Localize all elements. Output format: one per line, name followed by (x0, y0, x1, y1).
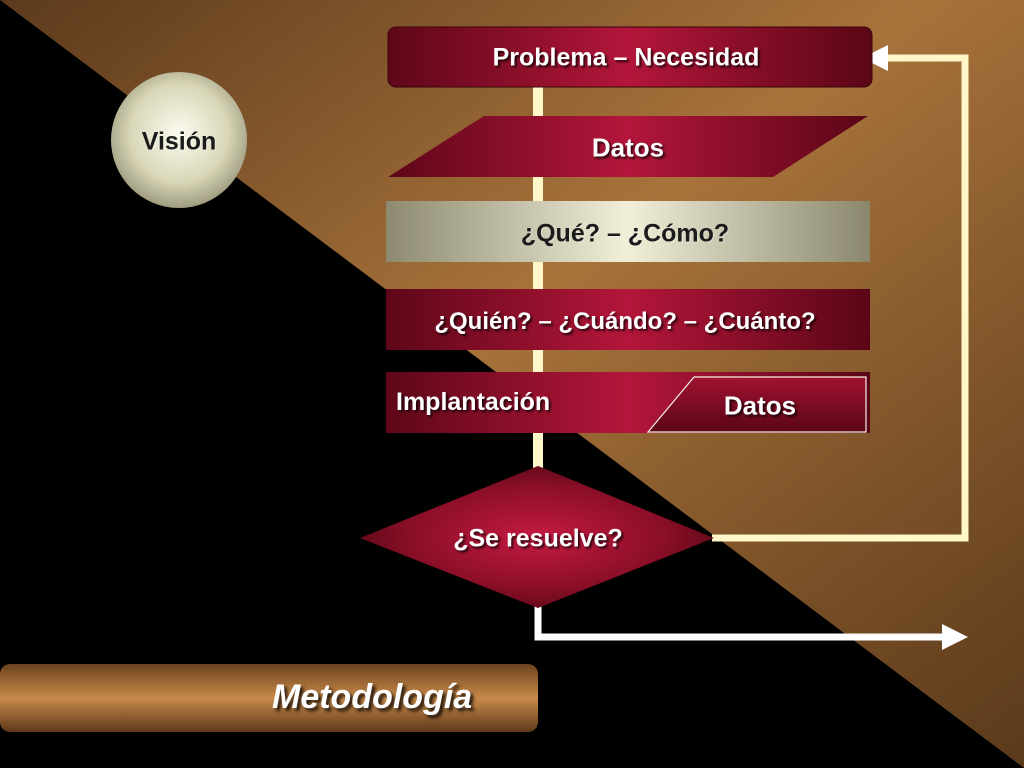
data-parallelogram (388, 116, 868, 177)
data-label: Datos (591, 132, 665, 163)
implementation-label: Implantación (396, 388, 551, 416)
vision-label: Visión (141, 127, 217, 156)
what-how-label: ¿Qué? – ¿Cómo? (520, 219, 730, 248)
title-banner (0, 664, 538, 732)
problem-box (387, 26, 873, 88)
decision-diamond (360, 466, 714, 608)
no-path-arrowhead-icon (942, 624, 968, 650)
page-title: Metodología (272, 678, 473, 716)
what-how-box (386, 201, 870, 262)
implementation-data-shape (646, 376, 867, 433)
main-flow-line (533, 85, 543, 485)
who-when-box (386, 289, 870, 350)
feedback-line (712, 54, 969, 542)
feedback-arrowhead-icon (862, 45, 888, 71)
problem-label: Problema – Necesidad (492, 43, 760, 72)
who-when-label: ¿Quién? – ¿Cuándo? – ¿Cuánto? (434, 308, 816, 335)
decision-label: ¿Se resuelve? (453, 524, 623, 553)
vision-circle (111, 72, 247, 208)
implementation-data-label: Datos (723, 390, 797, 421)
no-path-line (534, 605, 948, 641)
